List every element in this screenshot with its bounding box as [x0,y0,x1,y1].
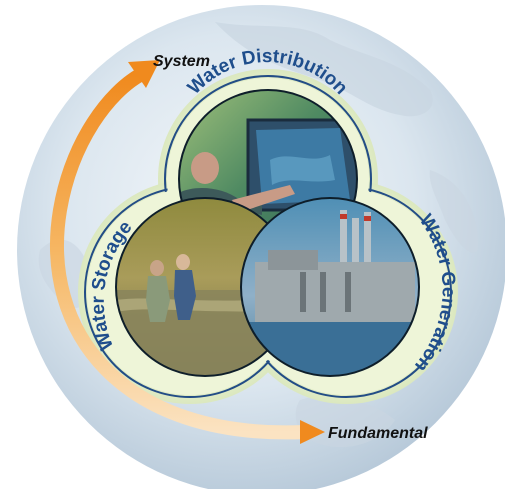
fundamental-arrow-head [300,420,325,444]
label-system: System [153,53,210,70]
label-fundamental: Fundamental [328,425,428,442]
circle-water-generation [240,197,420,377]
system-arrow [50,60,312,440]
photo-power-plant [241,198,419,376]
